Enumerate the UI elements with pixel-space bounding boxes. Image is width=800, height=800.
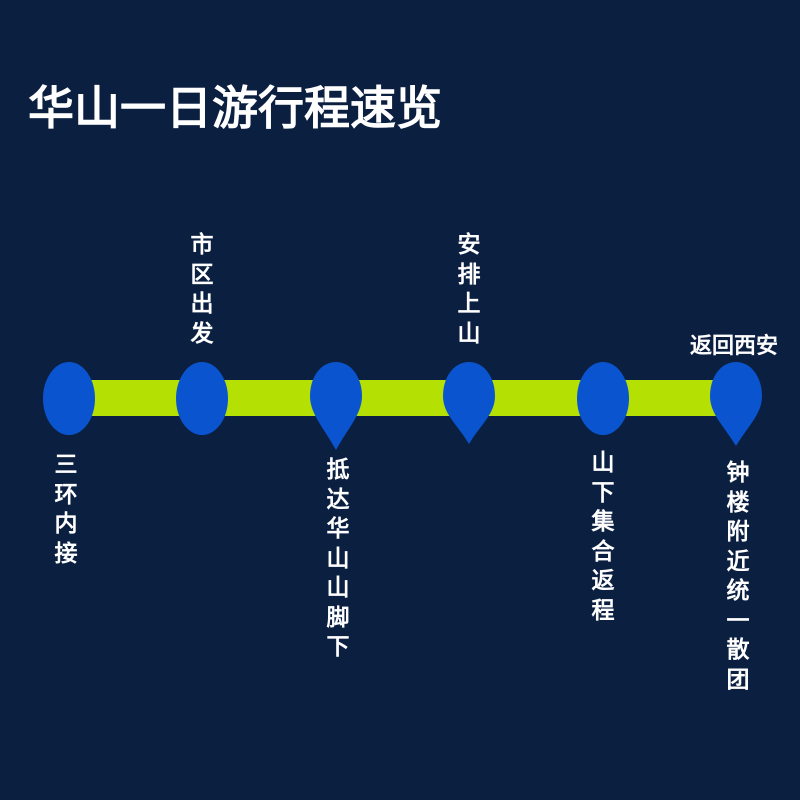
node-6-label: 钟楼附近统一散团: [726, 460, 750, 693]
node-1-label: 三环内接: [54, 452, 78, 567]
node-5-label: 山下集合返程: [591, 450, 615, 624]
timeline-node-3-pin-icon: [310, 362, 362, 450]
timeline-node-4-pin-icon: [443, 362, 495, 450]
timeline-node-5: [577, 362, 629, 435]
node-3-label: 抵达华山山脚下: [326, 457, 350, 660]
page-title: 华山一日游行程速览: [28, 81, 442, 135]
timeline-bar: [69, 380, 736, 416]
node-6-label-above: 返回西安: [690, 334, 779, 359]
timeline-node-6-pin-icon: [710, 362, 762, 450]
timeline-node-2: [176, 362, 228, 435]
node-4-label: 安排上山: [457, 232, 481, 347]
timeline-node-1: [43, 362, 95, 435]
node-2-label: 市区出发: [190, 232, 214, 347]
